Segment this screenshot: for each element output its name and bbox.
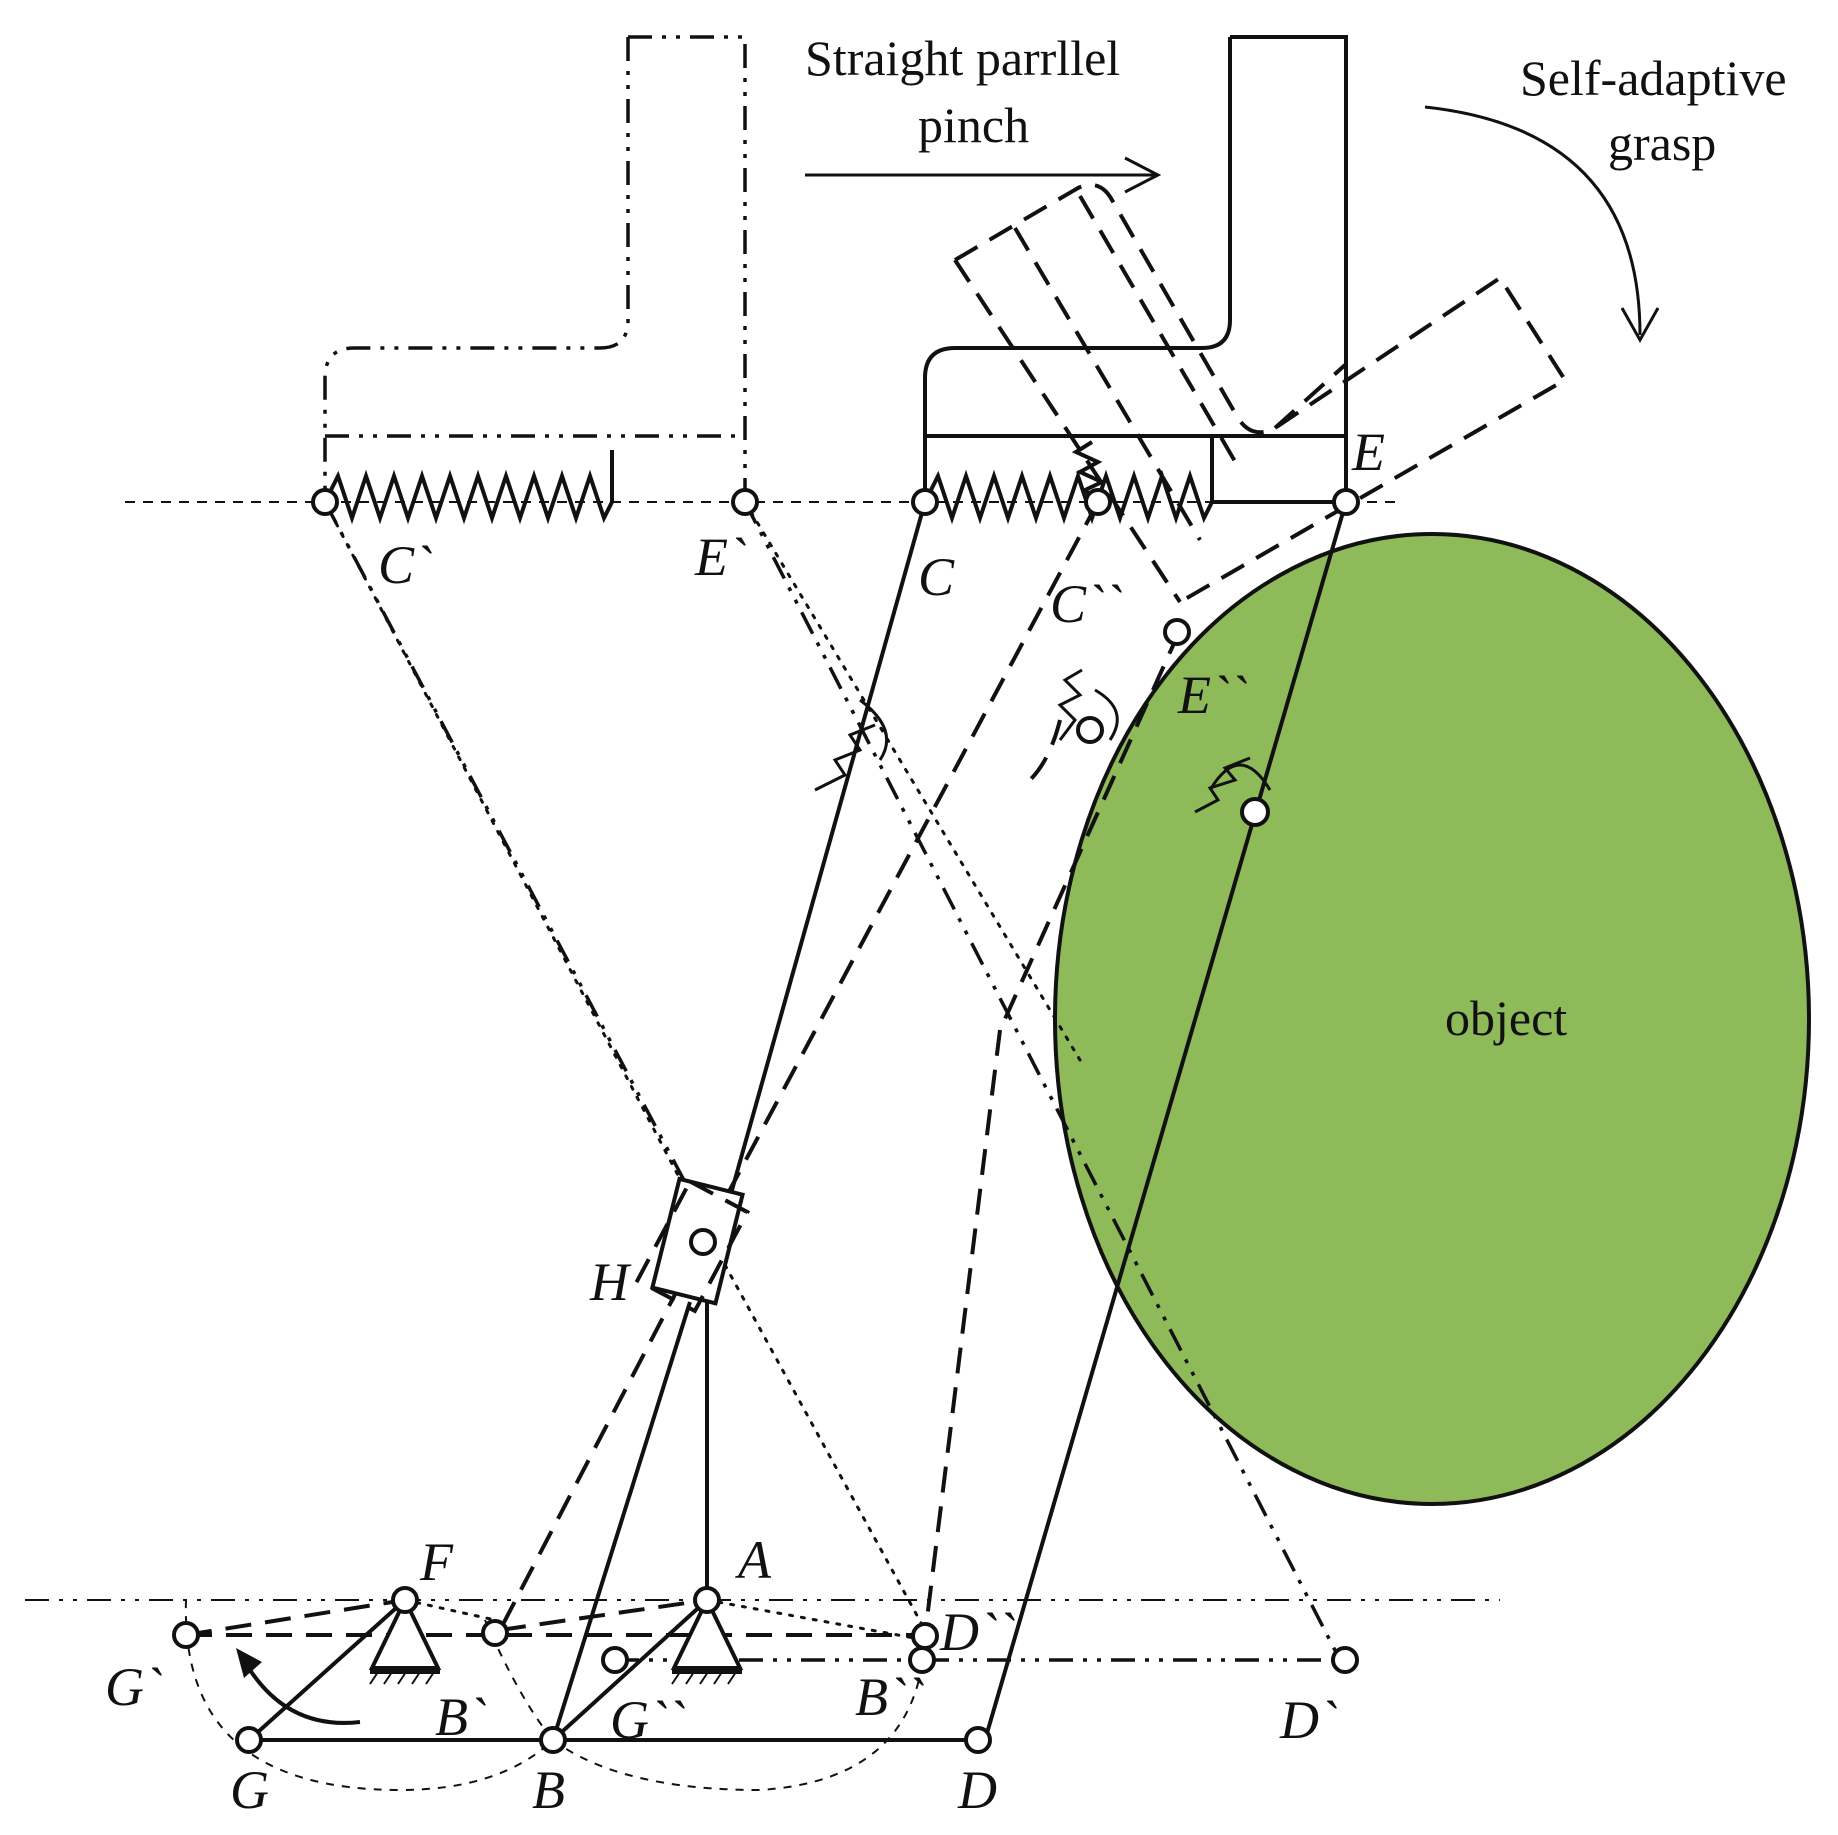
- grasp-caption-line2: grasp: [1608, 115, 1716, 171]
- pinch-caption-line1: Straight parrllel: [805, 30, 1120, 86]
- joints: [172, 488, 1360, 1754]
- label-G-prime: G`: [105, 1657, 162, 1717]
- ground-support-F: [368, 1595, 442, 1685]
- finger-dashed-rotated: [953, 183, 1568, 604]
- grasp-caption-line1: Self-adaptive: [1520, 50, 1787, 106]
- label-H: H: [589, 1252, 632, 1312]
- label-B-dprime: B``: [855, 1667, 924, 1727]
- phantom-finger-left: [323, 35, 747, 525]
- label-C-dprime: C``: [1050, 574, 1122, 634]
- label-D-prime: D`: [1279, 1690, 1337, 1750]
- finger-solid: [923, 35, 1348, 525]
- dotted-links: [323, 500, 1082, 1642]
- joint-A: [693, 1586, 721, 1614]
- label-G: G: [230, 1760, 269, 1820]
- label-D: D: [957, 1760, 997, 1820]
- label-B-prime: B`: [435, 1687, 486, 1747]
- joint-H: [689, 1228, 717, 1256]
- dashdot-links: [323, 501, 1342, 1662]
- label-C: C: [918, 547, 955, 607]
- joint-E-dprime: [1163, 618, 1191, 646]
- label-C-prime: C`: [378, 535, 432, 595]
- label-E-prime: E`: [694, 527, 746, 587]
- label-E: E: [1351, 422, 1385, 482]
- ground-support-A: [670, 1595, 744, 1685]
- joint-C-dprime: [1084, 488, 1112, 516]
- label-F: F: [419, 1532, 454, 1592]
- pinch-arrow-icon: [805, 156, 1162, 194]
- joint-E-prime: [731, 488, 759, 516]
- joint-G: [235, 1726, 263, 1754]
- grasp-arrow-icon: [1424, 105, 1660, 344]
- object-label: object: [1445, 990, 1567, 1046]
- joint-D-dprime: [911, 1622, 939, 1650]
- solid-links: [247, 501, 1348, 1742]
- joint-on-object: [1240, 797, 1270, 827]
- label-G-dprime: G``: [610, 1690, 685, 1750]
- joint-E: [1332, 488, 1360, 516]
- joint-C: [911, 488, 939, 516]
- label-E-dprime: E``: [1177, 665, 1247, 725]
- rotation-arrow-icon: [236, 1648, 361, 1725]
- pinch-caption-line2: pinch: [918, 97, 1029, 153]
- joint-G-prime: [172, 1621, 200, 1649]
- joint-B: [539, 1726, 567, 1754]
- joint-C-prime: [311, 488, 339, 516]
- torsion-springs: [814, 668, 1272, 814]
- joint-D: [964, 1726, 992, 1754]
- joint-B-prime: [481, 1619, 509, 1647]
- joint-F: [391, 1586, 419, 1614]
- joint-G-dprime: [601, 1646, 629, 1674]
- joint-B-dprime: [908, 1646, 936, 1674]
- label-A: A: [735, 1530, 772, 1590]
- object-ellipse: [1053, 532, 1811, 1506]
- label-B: B: [532, 1760, 565, 1820]
- label-D-dprime: D``: [939, 1602, 1015, 1662]
- joint-spring-mid: [1076, 716, 1104, 744]
- dashed-links: [185, 501, 1182, 1637]
- joint-D-prime: [1331, 1646, 1359, 1674]
